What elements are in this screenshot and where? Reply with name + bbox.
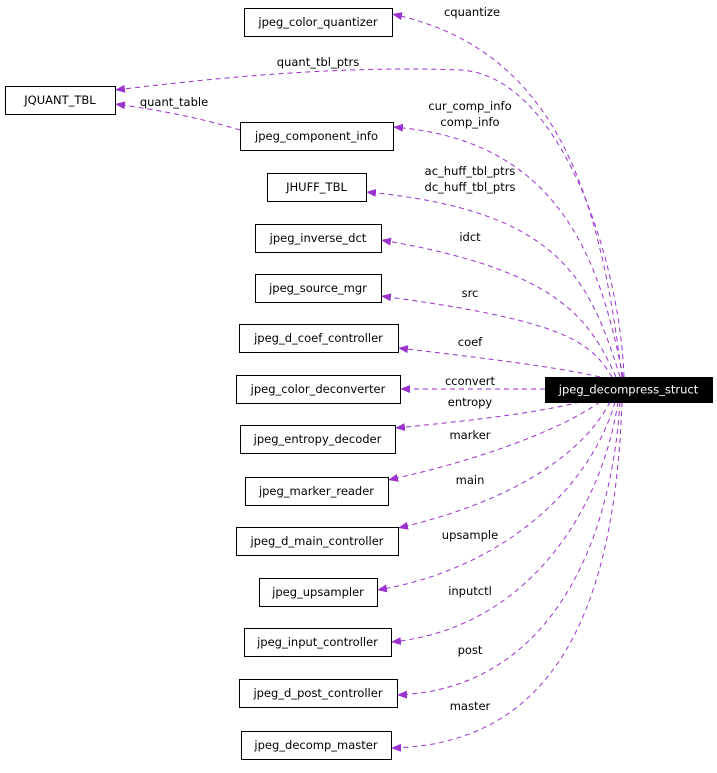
node-label: jpeg_input_controller	[256, 635, 378, 649]
node-box[interactable]	[236, 375, 401, 404]
node-box[interactable]	[241, 731, 392, 760]
edge-label-inputctl: inputctl	[448, 584, 492, 598]
edge-jpeg_decompress_struct-to-jpeg_color_quantizer	[391, 12, 623, 378]
edge-label-entropy: entropy	[448, 395, 493, 409]
edge-jpeg_decompress_struct-to-JHUFF_TBL	[365, 188, 621, 378]
node-box[interactable]	[244, 8, 393, 37]
node-jpeg_source_mgr[interactable]: jpeg_source_mgr	[255, 274, 382, 303]
edge-label-idct: idct	[459, 230, 481, 244]
node-label: jpeg_d_coef_controller	[253, 331, 383, 345]
node-jpeg_upsampler[interactable]: jpeg_upsampler	[259, 578, 378, 607]
edge-label-dc_huff_tbl_ptrs: dc_huff_tbl_ptrs	[425, 180, 516, 194]
edge-jpeg_decompress_struct-to-jpeg_entropy_decoder	[394, 401, 581, 432]
node-jpeg_color_quantizer[interactable]: jpeg_color_quantizer	[244, 8, 393, 37]
node-label: jpeg_color_quantizer	[257, 15, 377, 29]
edge-label-coef: coef	[458, 335, 483, 349]
edge-label-main: main	[456, 473, 485, 487]
node-label: jpeg_inverse_dct	[269, 231, 367, 245]
node-box[interactable]	[236, 527, 399, 556]
node-label: jpeg_source_mgr	[268, 281, 367, 295]
node-box[interactable]	[267, 173, 367, 202]
node-jpeg_color_deconverter[interactable]: jpeg_color_deconverter	[236, 375, 401, 404]
edge-label-cconvert: cconvert	[445, 374, 496, 388]
edge-jpeg_decompress_struct-to-jpeg_input_controller	[390, 401, 619, 646]
node-jpeg_component_info[interactable]: jpeg_component_info	[240, 122, 394, 151]
edge-jpeg_decompress_struct-to-jpeg_upsampler	[376, 401, 616, 593]
edge-label-master: master	[450, 699, 491, 713]
node-jpeg_input_controller[interactable]: jpeg_input_controller	[244, 628, 392, 657]
node-jpeg_decompress_struct[interactable]: jpeg_decompress_struct	[545, 377, 713, 403]
edge-jpeg_decompress_struct-to-jpeg_d_coef_controller	[397, 345, 601, 378]
edge-label-quant_tbl_ptrs: quant_tbl_ptrs	[277, 55, 359, 69]
node-jpeg_entropy_decoder[interactable]: jpeg_entropy_decoder	[240, 425, 396, 454]
edge-jpeg_decompress_struct-to-jpeg_d_post_controller	[396, 401, 621, 699]
node-box[interactable]	[240, 425, 396, 454]
edge-label-quant_table: quant_table	[140, 95, 208, 109]
node-label: jpeg_component_info	[254, 129, 378, 143]
node-jpeg_inverse_dct[interactable]: jpeg_inverse_dct	[255, 224, 382, 253]
node-box[interactable]	[239, 679, 398, 708]
node-label: jpeg_color_deconverter	[250, 382, 386, 396]
node-jpeg_decomp_master[interactable]: jpeg_decomp_master	[241, 731, 392, 760]
node-label: jpeg_d_post_controller	[252, 686, 382, 700]
edge-jpeg_decompress_struct-to-jpeg_inverse_dct	[380, 237, 617, 378]
edge-label-post: post	[458, 643, 483, 657]
edge-jpeg_decompress_struct-to-JQUANT_TBL	[114, 68, 625, 378]
node-JQUANT_TBL[interactable]: JQUANT_TBL	[5, 86, 116, 115]
node-label: jpeg_upsampler	[271, 585, 364, 599]
node-label: jpeg_decomp_master	[253, 738, 377, 752]
node-label: jpeg_entropy_decoder	[253, 432, 382, 446]
edge-jpeg_component_info-to-JQUANT_TBL	[114, 101, 241, 131]
node-label: jpeg_d_main_controller	[249, 534, 383, 548]
node-JHUFF_TBL[interactable]: JHUFF_TBL	[267, 173, 367, 202]
node-box[interactable]	[545, 377, 713, 403]
node-box[interactable]	[240, 122, 394, 151]
node-label: jpeg_marker_reader	[258, 484, 374, 498]
node-label: JQUANT_TBL	[23, 93, 96, 107]
node-box[interactable]	[255, 224, 382, 253]
edge-jpeg_decompress_struct-to-jpeg_marker_reader	[387, 401, 601, 482]
edge-label-cquantize: cquantize	[444, 5, 500, 19]
edge-label-marker: marker	[449, 428, 490, 442]
edge-label-comp_info: comp_info	[440, 115, 499, 129]
node-box[interactable]	[245, 477, 389, 506]
edge-label-upsample: upsample	[442, 528, 498, 542]
edge-jpeg_decompress_struct-to-jpeg_decomp_master	[390, 401, 623, 752]
edge-jpeg_decompress_struct-to-jpeg_component_info	[392, 123, 624, 378]
node-box[interactable]	[239, 324, 399, 353]
node-jpeg_d_main_controller[interactable]: jpeg_d_main_controller	[236, 527, 399, 556]
node-box[interactable]	[255, 274, 382, 303]
node-jpeg_d_coef_controller[interactable]: jpeg_d_coef_controller	[239, 324, 399, 353]
edge-jpeg_decompress_struct-to-jpeg_source_mgr	[380, 293, 613, 378]
node-jpeg_d_post_controller[interactable]: jpeg_d_post_controller	[239, 679, 398, 708]
node-label: JHUFF_TBL	[285, 180, 347, 194]
edge-label-ac_huff_tbl_ptrs: ac_huff_tbl_ptrs	[425, 164, 516, 178]
edge-label-src: src	[462, 286, 479, 300]
edge-label-cur_comp_info: cur_comp_info	[428, 99, 511, 113]
node-label: jpeg_decompress_struct	[558, 383, 699, 397]
node-box[interactable]	[259, 578, 378, 607]
node-box[interactable]	[244, 628, 392, 657]
node-box[interactable]	[5, 86, 116, 115]
edge-jpeg_decompress_struct-to-jpeg_d_main_controller	[397, 401, 611, 530]
node-jpeg_marker_reader[interactable]: jpeg_marker_reader	[245, 477, 389, 506]
